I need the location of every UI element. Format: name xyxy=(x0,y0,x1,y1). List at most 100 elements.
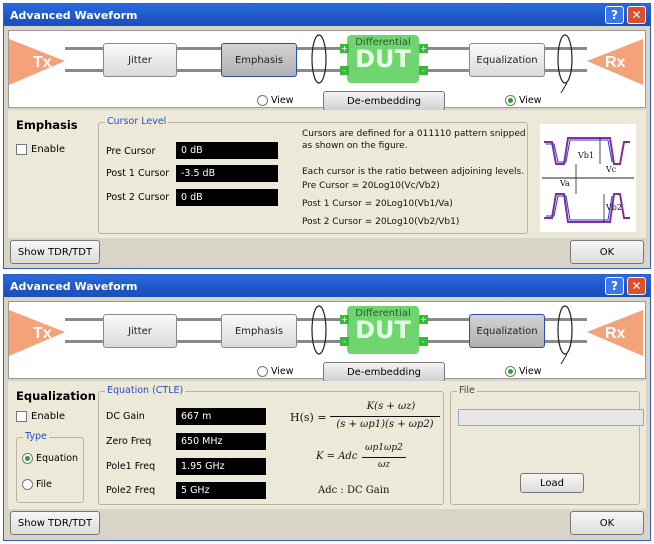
view-label: View xyxy=(519,366,542,377)
emphasis-label: Emphasis xyxy=(234,325,284,337)
advanced-waveform-window-emphasis: Advanced Waveform ? ✕ Tx Rx + - + - Jitt… xyxy=(3,3,651,269)
help-button[interactable]: ? xyxy=(605,6,624,24)
post1-cursor-field[interactable]: -3.5 dB xyxy=(176,165,278,182)
svg-text:-: - xyxy=(593,72,596,82)
ok-button[interactable]: OK xyxy=(570,240,644,264)
description-line-1: Cursors are defined for a 011110 pattern… xyxy=(302,129,526,139)
equalization-panel: Equalization Enable Type Equation File E… xyxy=(8,381,646,509)
dut-out-plus: + xyxy=(419,315,428,324)
zero-freq-field[interactable]: 650 MHz xyxy=(176,433,266,450)
dut-out-minus: - xyxy=(419,337,428,346)
section-title: Equalization xyxy=(16,389,96,403)
load-button[interactable]: Load xyxy=(520,473,584,493)
checkbox-box[interactable] xyxy=(16,144,27,155)
description-line-3: Each cursor is the ratio between adjoini… xyxy=(302,167,525,177)
view-radio-right[interactable]: View xyxy=(505,95,542,106)
pole2-freq-field[interactable]: 5 GHz xyxy=(176,482,266,499)
tx-triangle[interactable] xyxy=(9,310,65,356)
svg-text:+: + xyxy=(49,46,57,56)
pre-cursor-label: Pre Cursor xyxy=(106,146,156,157)
equalization-label: Equalization xyxy=(476,325,538,337)
enable-label: Enable xyxy=(31,144,66,155)
view-radio-left[interactable]: View xyxy=(257,95,294,106)
type-equation-radio[interactable]: Equation xyxy=(22,453,78,464)
equalization-block[interactable]: Equalization xyxy=(469,43,545,77)
dut-block[interactable]: Differential DUT xyxy=(347,306,419,354)
jitter-block[interactable]: Jitter xyxy=(103,43,177,77)
deembedding-button[interactable]: De-embedding xyxy=(323,362,445,382)
enable-checkbox[interactable]: Enable xyxy=(16,411,65,422)
rx-triangle[interactable] xyxy=(587,310,643,356)
deembedding-label: De-embedding xyxy=(346,366,421,378)
dut-subtitle: Differential xyxy=(355,308,411,319)
svg-text:+: + xyxy=(593,317,601,327)
emphasis-label: Emphasis xyxy=(234,54,284,66)
radio-circle[interactable] xyxy=(257,95,268,106)
show-tdr-tdt-button[interactable]: Show TDR/TDT xyxy=(10,240,100,264)
view-label: View xyxy=(519,95,542,106)
tx-triangle[interactable] xyxy=(9,39,65,85)
radio-circle[interactable] xyxy=(257,366,268,377)
emphasis-block[interactable]: Emphasis xyxy=(221,314,297,348)
cursor-level-group: Cursor Level xyxy=(98,116,528,234)
title-bar: Advanced Waveform ? ✕ xyxy=(4,275,650,297)
load-label: Load xyxy=(540,477,564,489)
dut-title: DUT xyxy=(355,45,411,73)
probe-ellipse-right[interactable] xyxy=(557,305,573,355)
formula-pre-cursor: Pre Cursor = 20Log10(Vc/Vb2) xyxy=(302,181,440,191)
section-title: Emphasis xyxy=(16,118,78,132)
radio-circle[interactable] xyxy=(505,366,516,377)
math-k-fraction-bar xyxy=(362,457,406,458)
math-hs-numerator: K(s + ωz) xyxy=(366,401,416,412)
equalization-block[interactable]: Equalization xyxy=(469,314,545,348)
post2-cursor-field[interactable]: 0 dB xyxy=(176,189,278,206)
view-radio-left[interactable]: View xyxy=(257,366,294,377)
view-radio-right[interactable]: View xyxy=(505,366,542,377)
post2-cursor-label: Post 2 Cursor xyxy=(106,192,170,203)
radio-circle[interactable] xyxy=(505,95,516,106)
file-group: File xyxy=(450,385,640,505)
svg-text:-: - xyxy=(49,72,52,82)
deembedding-label: De-embedding xyxy=(346,95,421,107)
dut-block[interactable]: Differential DUT xyxy=(347,35,419,83)
file-path-input[interactable] xyxy=(458,409,644,426)
svg-text:+: + xyxy=(49,317,57,327)
type-equation-label: Equation xyxy=(36,453,79,464)
close-button[interactable]: ✕ xyxy=(627,277,646,295)
svg-text:-: - xyxy=(49,343,52,353)
math-fraction-bar xyxy=(330,416,440,417)
rx-triangle[interactable] xyxy=(587,39,643,85)
pre-cursor-field[interactable]: 0 dB xyxy=(176,142,278,159)
dc-gain-field[interactable]: 667 m xyxy=(176,408,266,425)
help-button[interactable]: ? xyxy=(605,277,624,295)
enable-checkbox[interactable]: Enable xyxy=(16,144,65,155)
ok-button[interactable]: OK xyxy=(570,511,644,535)
ok-label: OK xyxy=(599,517,615,529)
equalization-label: Equalization xyxy=(476,54,538,66)
radio-circle[interactable] xyxy=(22,479,33,490)
type-group: Type xyxy=(16,431,84,503)
advanced-waveform-window-equalization: Advanced Waveform ? ✕ Tx Rx + - + - Jitt… xyxy=(3,274,651,541)
probe-ellipse-left[interactable] xyxy=(311,305,327,355)
emphasis-block[interactable]: Emphasis xyxy=(221,43,297,77)
jitter-block[interactable]: Jitter xyxy=(103,314,177,348)
svg-text:-: - xyxy=(593,343,596,353)
emphasis-panel: Emphasis Enable Cursor Level Pre Cursor … xyxy=(8,110,646,238)
show-tdr-tdt-button[interactable]: Show TDR/TDT xyxy=(10,511,100,535)
radio-circle[interactable] xyxy=(22,453,33,464)
ok-label: OK xyxy=(599,246,615,258)
deembedding-button[interactable]: De-embedding xyxy=(323,91,445,111)
title-bar: Advanced Waveform ? ✕ xyxy=(4,4,650,26)
probe-ellipse-left[interactable] xyxy=(311,34,327,84)
pole1-freq-field[interactable]: 1.95 GHz xyxy=(176,458,266,475)
dut-out-plus: + xyxy=(419,44,428,53)
enable-label: Enable xyxy=(31,411,66,422)
math-hs-denominator: (s + ωp1)(s + ωp2) xyxy=(336,419,434,430)
close-button[interactable]: ✕ xyxy=(627,6,646,24)
window-title: Advanced Waveform xyxy=(10,279,138,293)
type-file-radio[interactable]: File xyxy=(22,479,52,490)
probe-ellipse-right[interactable] xyxy=(557,34,573,84)
checkbox-box[interactable] xyxy=(16,411,27,422)
view-label: View xyxy=(271,95,294,106)
formula-post1-cursor: Post 1 Cursor = 20Log10(Vb1/Va) xyxy=(302,199,453,209)
